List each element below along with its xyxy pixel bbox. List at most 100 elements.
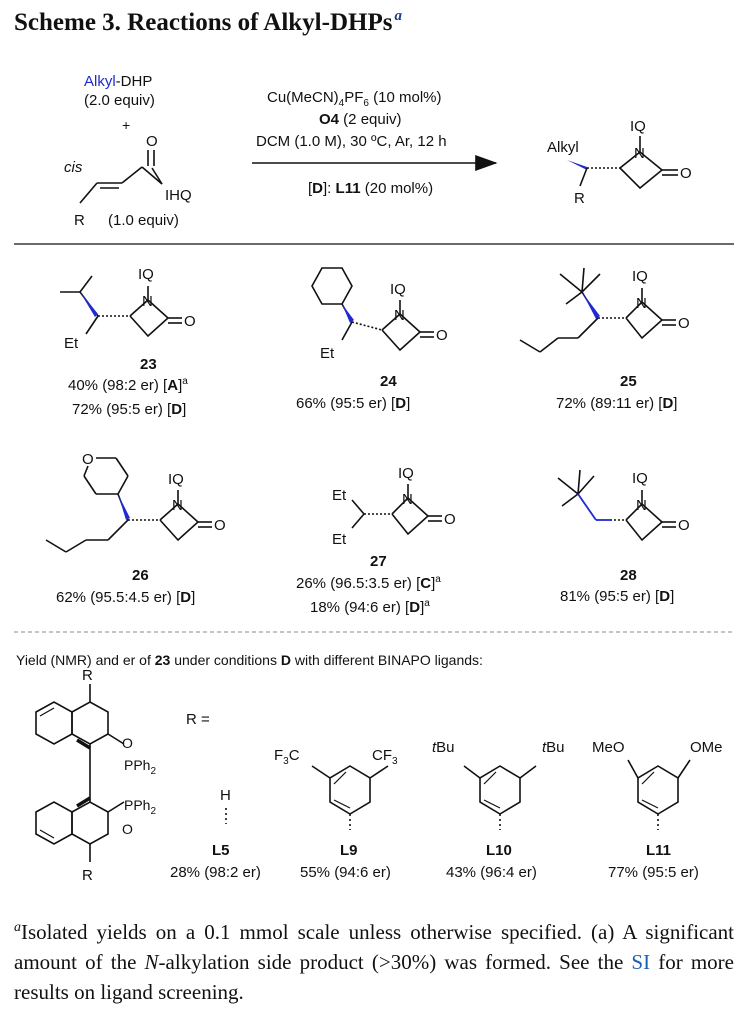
- binapo-o-bottom: O: [122, 821, 133, 837]
- p26-line1-condition: D: [180, 589, 191, 606]
- p26-ring-o: O: [82, 451, 94, 468]
- footnote: aIsolated yields on a 0.1 mmol scale unl…: [14, 913, 734, 1007]
- p24-line1-close: ]: [406, 395, 410, 412]
- ligand-l11: L11: [336, 180, 361, 197]
- p28-yield: 81% (95:5 er) [D]: [560, 588, 674, 605]
- ligand-condition-d: D: [312, 180, 323, 197]
- p28-line1-condition: D: [659, 588, 670, 605]
- p25-n: N: [636, 295, 647, 312]
- ligand-caption: Yield (NMR) and er of 23 under condition…: [16, 652, 483, 668]
- product-26: O IQ N O 26 62% (95.5:4.5 er) [D]: [45, 451, 226, 606]
- p24-n: N: [394, 307, 405, 324]
- p23-line2-text: 72% (95:5 er) [: [72, 401, 172, 418]
- l10-right-bu: Bu: [546, 739, 564, 756]
- p23-line2-close: ]: [182, 401, 186, 418]
- l9-right-group: CF3: [372, 747, 398, 767]
- l11-result: 77% (95:5 er): [608, 864, 699, 881]
- l5-h: H: [220, 787, 231, 804]
- pph2-bottom-text: PPh: [124, 797, 150, 813]
- product-23: IQ N O Et 23 40% (98:2 er) [A]a 72% (95:…: [60, 266, 196, 418]
- footnote-italic-n: N: [144, 950, 159, 974]
- p26-o: O: [214, 517, 226, 534]
- product-structure: [567, 136, 678, 190]
- condition-catalyst: Cu(MeCN)4PF6 (10 mol%): [267, 89, 442, 109]
- pph2-bottom-sub: 2: [150, 806, 156, 817]
- caption-mid: under conditions: [170, 652, 281, 668]
- l9-left-f: F: [274, 747, 283, 764]
- substrate-r: R: [74, 212, 85, 229]
- p24-yield: 66% (95:5 er) [D]: [296, 395, 410, 412]
- footnote-text-1: Isolated yields on a 0.1 mmol scale unle…: [14, 920, 734, 974]
- l9-left-c: C: [289, 747, 300, 764]
- p23-yield-1: 40% (98:2 er) [A]a: [68, 376, 188, 394]
- p28-n: N: [636, 497, 647, 514]
- reagent1-name: Alkyl-DHP: [84, 73, 152, 90]
- p24-line1-text: 66% (95:5 er) [: [296, 395, 396, 412]
- l9-right-sub: 3: [392, 756, 398, 767]
- scheme-drawing: Alkyl-DHP (2.0 equiv) + cis O IHQ R (1.0…: [14, 73, 734, 884]
- ligand-bracket-close: ]:: [323, 180, 336, 197]
- ligand-bracket-open: [: [308, 180, 313, 197]
- caption-post: with different BINAPO ligands:: [291, 652, 483, 668]
- binapo-r-top: R: [82, 667, 93, 684]
- product-24: IQ N O Et 24 66% (95:5 er) [D]: [296, 267, 448, 412]
- ligand-loading: (20 mol%): [361, 180, 434, 197]
- p28-iq: IQ: [632, 470, 648, 487]
- scheme-title-text: Scheme 3. Reactions of Alkyl-DHPs: [14, 9, 393, 36]
- l11-name: L11: [646, 842, 671, 859]
- oxidant-bold: O4: [319, 111, 340, 128]
- p25-number: 25: [620, 373, 637, 390]
- catalyst-post: (10 mol%): [369, 89, 442, 106]
- p28-number: 28: [620, 567, 637, 584]
- product-28: IQ N O 28 81% (95:5 er) [D]: [557, 469, 690, 605]
- p27-yield-2: 18% (94:6 er) [D]a: [310, 598, 430, 616]
- l9-left-sub: 3: [283, 756, 289, 767]
- p24-iq: IQ: [390, 281, 406, 298]
- p28-line1-text: 81% (95:5 er) [: [560, 588, 660, 605]
- p23-o: O: [184, 313, 196, 330]
- p25-line1-text: 72% (89:11 er) [: [556, 395, 663, 412]
- l10-left-bu: Bu: [436, 739, 454, 756]
- footnote-si-link[interactable]: SI: [631, 950, 651, 974]
- binapo-o-top: O: [122, 735, 133, 751]
- p26-number: 26: [132, 567, 149, 584]
- p23-line2-condition: D: [171, 401, 182, 418]
- l10-left-group: tBu: [432, 739, 455, 756]
- reagent1-rest: -DHP: [116, 73, 153, 90]
- binapo-structure: R R O PPh2 PPh2 O: [35, 667, 156, 884]
- binapo-r-bottom: R: [82, 867, 93, 884]
- p23-line1-condition: A: [167, 377, 178, 394]
- footnote-mark: a: [14, 920, 21, 935]
- p23-number: 23: [140, 356, 157, 373]
- oxidant-equiv: (2 equiv): [339, 111, 402, 128]
- condition-oxidant: O4 (2 equiv): [319, 111, 402, 128]
- p26-line1-text: 62% (95.5:4.5 er) [: [56, 589, 181, 606]
- scheme-title-footnote-mark: a: [394, 8, 402, 24]
- p25-yield: 72% (89:11 er) [D]: [556, 395, 677, 412]
- r-equals: R =: [186, 711, 210, 728]
- p27-number: 27: [370, 553, 387, 570]
- ligand-l5: H L5 28% (98:2 er): [170, 787, 261, 881]
- condition-solvent: DCM (1.0 M), 30 ºC, Ar, 12 h: [256, 133, 447, 150]
- catalyst-pre: Cu(MeCN): [267, 89, 339, 106]
- p26-line1-close: ]: [191, 589, 195, 606]
- reaction-header: Alkyl-DHP (2.0 equiv) + cis O IHQ R (1.0…: [64, 73, 692, 229]
- footnote-text-3: for more results on ligand screening.: [14, 950, 734, 1004]
- p26-yield: 62% (95.5:4.5 er) [D]: [56, 589, 195, 606]
- p27-line1-sup: a: [435, 574, 441, 585]
- l11-right-ome: OMe: [690, 739, 723, 756]
- l10-result: 43% (96:4 er): [446, 864, 537, 881]
- caption-condition: D: [281, 652, 291, 668]
- catalyst-sub2: 6: [363, 98, 369, 109]
- ligand-l10: tBu tBu L10 43% (96:4 er): [432, 739, 565, 881]
- p24-o: O: [436, 327, 448, 344]
- product-iq: IQ: [630, 118, 646, 135]
- cis-label: cis: [64, 159, 83, 176]
- l9-result: 55% (94:6 er): [300, 864, 391, 881]
- p23-yield-2: 72% (95:5 er) [D]: [72, 401, 186, 418]
- p25-line1-condition: D: [662, 395, 673, 412]
- binapo-pph2-top: PPh2: [124, 757, 156, 777]
- binapo-pph2-bottom: PPh2: [124, 797, 156, 817]
- substrate-ihq: IHQ: [165, 187, 192, 204]
